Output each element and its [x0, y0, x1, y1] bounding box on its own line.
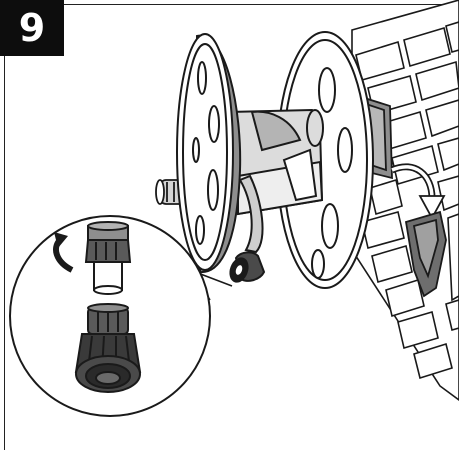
- brick-wall: [351, 0, 459, 401]
- quick-connector: [74, 303, 142, 393]
- counterclockwise-arrow-icon: [53, 232, 74, 273]
- hanging-clip: [404, 210, 447, 298]
- frame-border-left: [4, 56, 5, 450]
- tap-connector: [84, 221, 132, 295]
- step-number-badge: 9: [0, 0, 64, 56]
- reel-back-flange: [276, 31, 374, 289]
- curved-down-arrow-icon: [390, 163, 446, 220]
- reel-drum: [226, 108, 324, 216]
- frame-border-top: [64, 4, 459, 5]
- hose: [229, 174, 266, 283]
- reel-front-flange: [176, 33, 242, 274]
